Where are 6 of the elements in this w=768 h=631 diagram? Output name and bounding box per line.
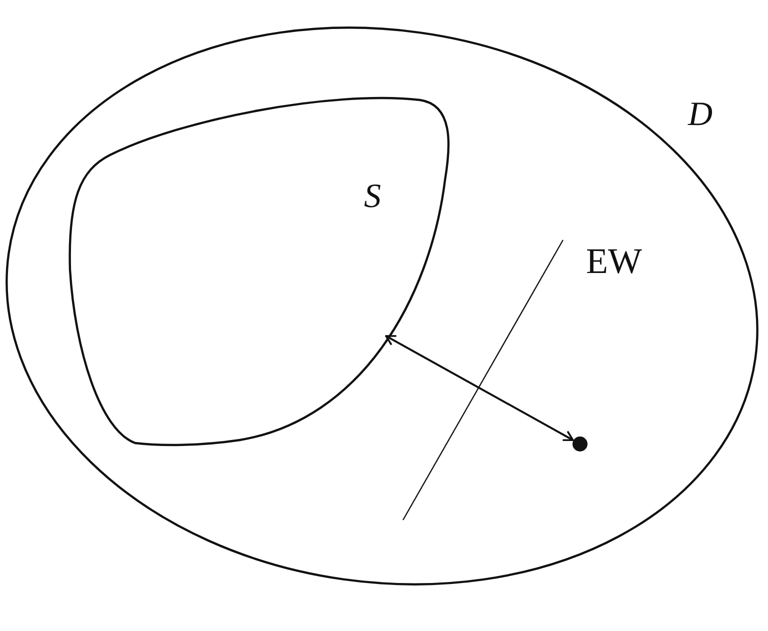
region-label: D: [688, 98, 713, 132]
line-label: EW: [586, 243, 642, 279]
arrow: [385, 335, 574, 441]
outer-region: [3, 28, 761, 584]
region-label: S: [364, 180, 381, 214]
point-dot: [572, 436, 588, 452]
